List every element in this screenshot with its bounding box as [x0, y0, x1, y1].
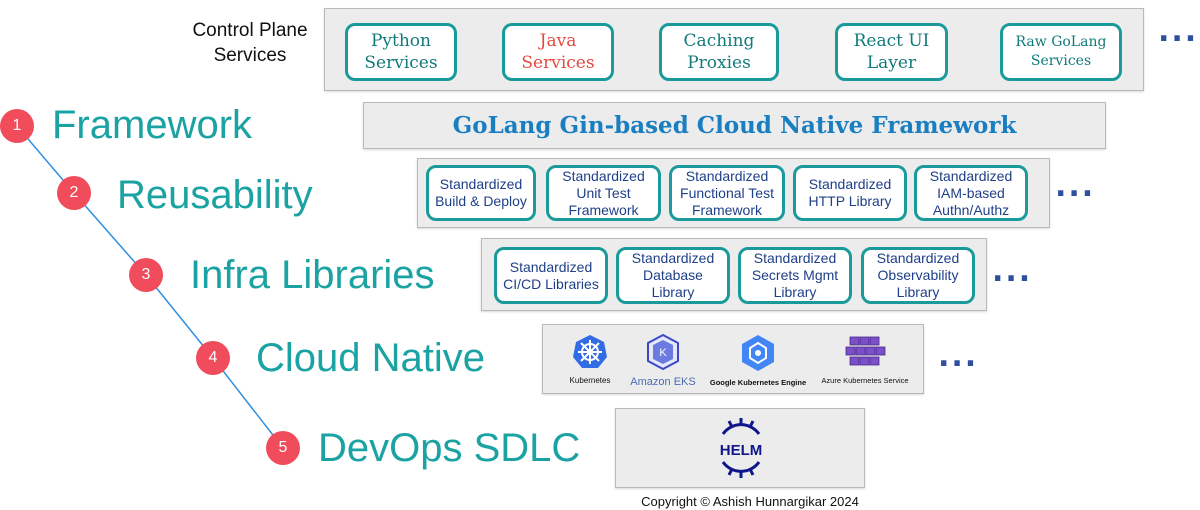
copyright-text: Copyright © Ashish Hunnargikar 2024 [641, 494, 859, 509]
step-2-label: Reusability [117, 173, 313, 217]
eks-caption: Amazon EKS [630, 376, 696, 388]
step-5-label: DevOps SDLC [318, 426, 581, 470]
iam-authn-authz-box: Standardized IAM-based Authn/Authz [914, 165, 1028, 221]
observability-library-box: Standardized Observability Library [861, 247, 975, 304]
cicd-libraries-box: Standardized CI/CD Libraries [494, 247, 608, 304]
step-1-circle: 1 [0, 109, 34, 143]
aks-icon [845, 336, 886, 366]
functional-test-framework-box: Standardized Functional Test Framework [669, 165, 785, 221]
kubernetes-item: Kubernetes [555, 333, 625, 385]
cloud-native-more: ... [938, 339, 979, 374]
cloud-native-layer: Kubernetes K Amazon EKS Google Kubernete… [542, 324, 924, 394]
reusability-layer: Standardized Build & Deploy Standardized… [417, 158, 1050, 228]
gke-caption: Google Kubernetes Engine [709, 378, 807, 387]
java-services-box: Java Services [502, 23, 614, 81]
step-4-label: Cloud Native [256, 336, 486, 380]
reusability-more: ... [1055, 169, 1096, 204]
react-ui-layer-box: React UI Layer [835, 23, 948, 81]
eks-item: K Amazon EKS [625, 333, 701, 388]
step-2-circle: 2 [57, 176, 91, 210]
framework-layer: GoLang Gin-based Cloud Native Framework [363, 102, 1106, 149]
python-services-box: Python Services [345, 23, 457, 81]
devops-layer: HELM [615, 408, 865, 488]
kubernetes-icon [573, 335, 607, 368]
svg-text:K: K [659, 347, 667, 359]
step-3-circle: 3 [129, 258, 163, 292]
control-plane-layer: Python Services Java Services Caching Pr… [324, 8, 1144, 91]
raw-golang-services-box: Raw GoLang Services [1000, 23, 1122, 81]
gke-icon [742, 335, 774, 371]
helm-logo-icon: HELM [720, 418, 763, 478]
control-plane-label: Control Plane Services [192, 20, 308, 66]
eks-icon: K [647, 333, 679, 371]
step-5-circle: 5 [266, 431, 300, 465]
step-1-label: Framework [52, 103, 253, 147]
control-plane-more: ... [1158, 14, 1199, 49]
infra-layer: Standardized CI/CD Libraries Standardize… [481, 238, 987, 311]
secrets-mgmt-library-box: Standardized Secrets Mgmt Library [738, 247, 852, 304]
aks-caption: Azure Kubernetes Service [821, 376, 909, 385]
unit-test-framework-box: Standardized Unit Test Framework [546, 165, 661, 221]
aks-item: Azure Kubernetes Service [815, 333, 915, 385]
caching-proxies-box: Caching Proxies [659, 23, 779, 81]
gke-item: Google Kubernetes Engine [703, 333, 813, 387]
build-deploy-box: Standardized Build & Deploy [426, 165, 536, 221]
step-4-circle: 4 [196, 341, 230, 375]
database-library-box: Standardized Database Library [616, 247, 730, 304]
http-library-box: Standardized HTTP Library [793, 165, 907, 221]
framework-title: GoLang Gin-based Cloud Native Framework [452, 112, 1017, 139]
infra-more: ... [992, 254, 1033, 289]
helm-logo-text: HELM [720, 442, 763, 459]
step-3-label: Infra Libraries [190, 253, 435, 297]
kubernetes-caption: Kubernetes [569, 376, 611, 385]
